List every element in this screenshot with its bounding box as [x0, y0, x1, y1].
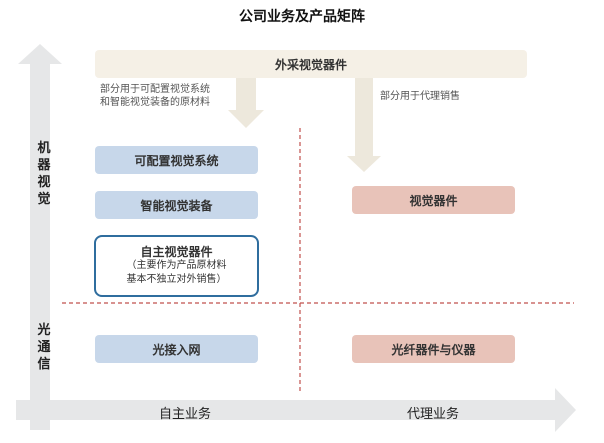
y-axis-label-machine-vision: 机 器 视 觉: [37, 141, 51, 207]
box-vision-components: 视觉器件: [352, 186, 515, 214]
box-configurable-vision-system: 可配置视觉系统: [95, 146, 258, 174]
y-axis-label-optical-communication: 光 通 信: [37, 323, 51, 372]
x-axis-label-own-business: 自主业务: [158, 407, 211, 422]
note-right: 部分用于代理销售: [380, 91, 460, 102]
outsourced-vision-components-bar: 外采视觉器件: [95, 50, 527, 78]
box-smart-vision-equipment: 智能视觉装备: [95, 191, 258, 219]
horizontal-axis-arrow: [16, 388, 576, 432]
vertical-axis-arrow: [18, 44, 62, 430]
own-vision-components-title: 自主视觉器件: [140, 245, 213, 259]
box-optical-access-network: 光接入网: [95, 335, 258, 363]
diagram-title: 公司业务及产品矩阵: [239, 9, 365, 25]
x-axis-label-agency-business: 代理业务: [406, 407, 459, 422]
down-arrow-right: [347, 78, 381, 172]
down-arrow-left: [228, 78, 264, 128]
box-own-vision-components: 自主视觉器件 （主要作为产品原材料 基本不独立对外销售）: [94, 235, 259, 297]
own-vision-components-subtitle: （主要作为产品原材料 基本不独立对外销售）: [126, 260, 227, 285]
note-left: 部分用于可配置视觉系统 和智能视觉装备的原材料: [100, 84, 210, 108]
box-fiber-devices-instruments: 光纤器件与仪器: [352, 335, 515, 363]
